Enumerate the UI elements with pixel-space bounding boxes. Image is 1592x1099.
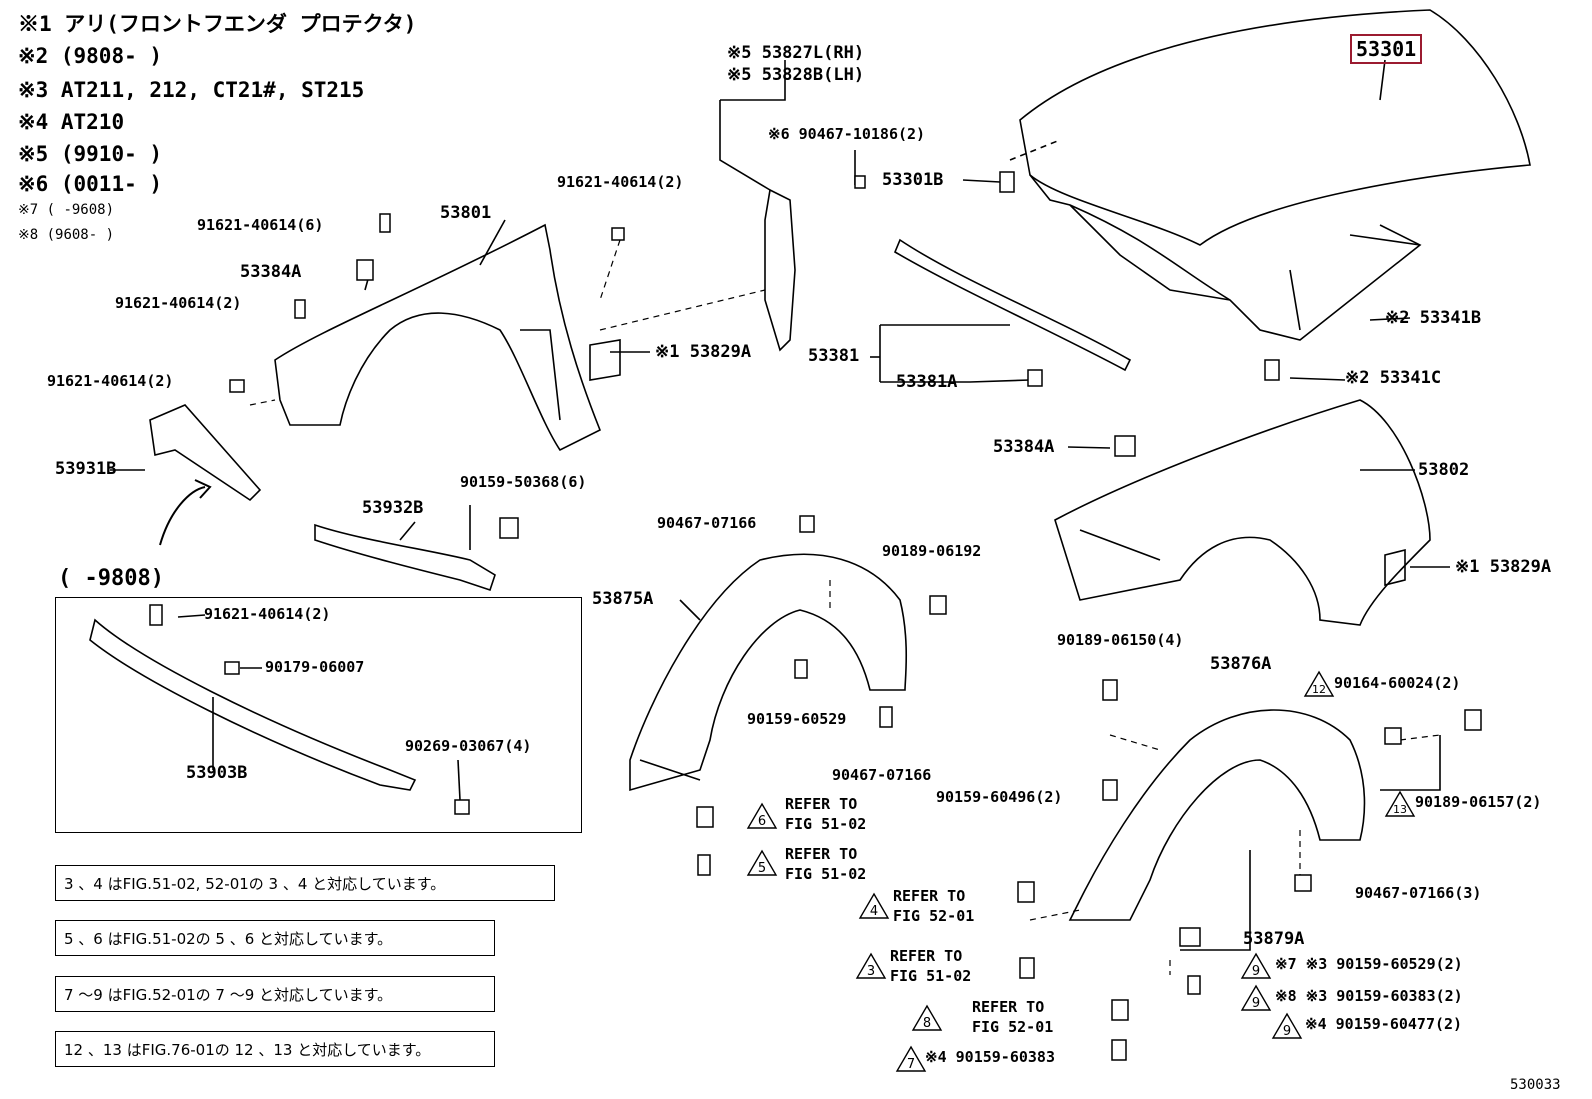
triangle-marker-13: 13 <box>1384 790 1416 817</box>
part-label-91621-40614-c[interactable]: 91621-40614(2) <box>115 294 242 312</box>
part-label-90179-06007[interactable]: 90179-06007 <box>265 658 365 676</box>
jp-note-1: 3 、4 はFIG.51-02, 52-01の 3 、4 と対応しています。 <box>55 865 555 901</box>
hood-shape <box>1019 9 1531 246</box>
jp-note-3: 7 ～9 はFIG.52-01の 7 ～9 と対応しています。 <box>55 976 495 1012</box>
part-label-90189-06150[interactable]: 90189-06150(4) <box>1057 631 1184 649</box>
jp-note-2: 5 、6 はFIG.51-02の 5 、6 と対応しています。 <box>55 920 495 956</box>
part-label-53384A-right[interactable]: 53384A <box>993 437 1055 457</box>
part-label-90159-50368[interactable]: 90159-50368(6) <box>460 473 587 491</box>
part-label-53301B[interactable]: 53301B <box>882 170 944 190</box>
sub-assembly-frame <box>55 597 582 833</box>
svg-text:9: 9 <box>1283 1024 1291 1039</box>
variant-label-9808: ( -9808) <box>58 566 164 591</box>
triangle-marker-6: 6 <box>746 802 778 829</box>
part-label-53876A[interactable]: 53876A <box>1210 654 1272 674</box>
left-fender-shape <box>274 223 602 452</box>
part-label-91621-40614-b[interactable]: 91621-40614(6) <box>197 216 324 234</box>
part-label-90159-60529-2[interactable]: ※7 ※3 90159-60529(2) <box>1275 955 1463 973</box>
part-label-90159-60496[interactable]: 90159-60496(2) <box>936 788 1063 806</box>
svg-text:12: 12 <box>1312 683 1326 696</box>
triangle-marker-3: 3 <box>855 952 887 979</box>
part-label-90159-60383[interactable]: ※4 90159-60383 <box>925 1048 1055 1066</box>
part-label-53827L[interactable]: ※5 53827L(RH) <box>727 43 865 63</box>
refer-to-fig-51-02-b[interactable]: REFER TO FIG 51-02 <box>785 845 867 883</box>
figure-code: 530033 <box>1510 1077 1561 1093</box>
part-label-90467-07166-a[interactable]: 90467-07166 <box>657 514 757 532</box>
svg-text:8: 8 <box>923 1016 931 1031</box>
refer-to-fig-52-01-a[interactable]: REFER TO FIG 52-01 <box>893 887 975 925</box>
part-label-53341B[interactable]: ※2 53341B <box>1385 308 1482 328</box>
svg-text:3: 3 <box>867 964 875 979</box>
triangle-marker-9a: 9 <box>1240 952 1272 979</box>
part-label-53801[interactable]: 53801 <box>440 203 492 223</box>
part-label-90269-03067[interactable]: 90269-03067(4) <box>405 737 532 755</box>
part-label-90159-60383-2[interactable]: ※8 ※3 90159-60383(2) <box>1275 987 1463 1005</box>
triangle-marker-8: 8 <box>911 1004 943 1031</box>
svg-text:4: 4 <box>870 904 878 919</box>
footnote-7: ※7 ( -9608) <box>18 202 115 218</box>
part-label-53879A[interactable]: 53879A <box>1243 929 1305 949</box>
part-label-90189-06157[interactable]: 90189-06157(2) <box>1415 793 1542 811</box>
refer-to-fig-51-02-c[interactable]: REFER TO FIG 51-02 <box>890 947 972 985</box>
refer-to-fig-51-02-a[interactable]: REFER TO FIG 51-02 <box>785 795 867 833</box>
part-label-53828B[interactable]: ※5 53828B(LH) <box>727 65 865 85</box>
part-label-91621-40614-a[interactable]: 91621-40614(2) <box>557 173 684 191</box>
footnote-6: ※6 (0011- ) <box>18 172 163 196</box>
triangle-marker-12: 12 <box>1303 670 1335 697</box>
footnote-1: ※1 アリ(フロントフエンダ プロテクタ) <box>18 12 417 36</box>
triangle-marker-4a: 4 <box>858 892 890 919</box>
part-label-53341C[interactable]: ※2 53341C <box>1345 368 1442 388</box>
footnote-2: ※2 (9808- ) <box>18 44 163 68</box>
part-label-53802[interactable]: 53802 <box>1418 460 1470 480</box>
part-label-53381A[interactable]: 53381A <box>896 372 958 392</box>
part-label-53932B[interactable]: 53932B <box>362 498 424 518</box>
svg-text:6: 6 <box>758 814 766 829</box>
part-label-53875A[interactable]: 53875A <box>592 589 654 609</box>
fender-liner-left <box>629 553 908 792</box>
svg-text:5: 5 <box>758 861 766 876</box>
jp-note-4: 12 、13 はFIG.76-01の 12 、13 と対応しています。 <box>55 1031 495 1067</box>
part-label-53384A-left[interactable]: 53384A <box>240 262 302 282</box>
part-label-90159-60529[interactable]: 90159-60529 <box>747 710 847 728</box>
part-label-90467-10186[interactable]: ※6 90467-10186(2) <box>768 125 926 143</box>
part-label-53301-highlighted[interactable]: 53301 <box>1350 34 1423 64</box>
part-label-90467-07166-c[interactable]: 90467-07166(3) <box>1355 884 1482 902</box>
svg-text:9: 9 <box>1252 964 1260 979</box>
part-label-53903B[interactable]: 53903B <box>186 763 248 783</box>
part-label-90189-06192[interactable]: 90189-06192 <box>882 542 982 560</box>
part-label-53931B[interactable]: 53931B <box>55 459 117 479</box>
part-label-53829A-right[interactable]: ※1 53829A <box>1455 557 1552 577</box>
part-label-90159-60477[interactable]: ※4 90159-60477(2) <box>1305 1015 1463 1033</box>
footnote-5: ※5 (9910- ) <box>18 142 163 166</box>
footnote-4: ※4 AT210 <box>18 110 125 134</box>
part-label-53381[interactable]: 53381 <box>808 346 860 366</box>
part-label-91621-40614-d[interactable]: 91621-40614(2) <box>47 372 174 390</box>
refer-to-fig-52-01-b[interactable]: REFER TO FIG 52-01 <box>972 998 1054 1036</box>
part-label-53829A-left[interactable]: ※1 53829A <box>655 342 752 362</box>
footnote-3: ※3 AT211, 212, CT21#, ST215 <box>18 78 365 102</box>
svg-text:13: 13 <box>1393 803 1407 816</box>
part-label-91621-40614-e[interactable]: 91621-40614(2) <box>204 605 331 623</box>
part-label-90164-60024[interactable]: 90164-60024(2) <box>1334 674 1461 692</box>
svg-text:7: 7 <box>907 1057 915 1072</box>
footnote-8: ※8 (9608- ) <box>18 227 115 243</box>
triangle-marker-9c: 9 <box>1271 1012 1303 1039</box>
triangle-marker-7: 7 <box>895 1045 927 1072</box>
part-label-90467-07166-b[interactable]: 90467-07166 <box>832 766 932 784</box>
fender-liner-right <box>1068 709 1366 921</box>
triangle-marker-9b: 9 <box>1240 984 1272 1011</box>
svg-text:9: 9 <box>1252 996 1260 1011</box>
triangle-marker-5: 5 <box>746 849 778 876</box>
right-fender-shape <box>1054 399 1431 626</box>
